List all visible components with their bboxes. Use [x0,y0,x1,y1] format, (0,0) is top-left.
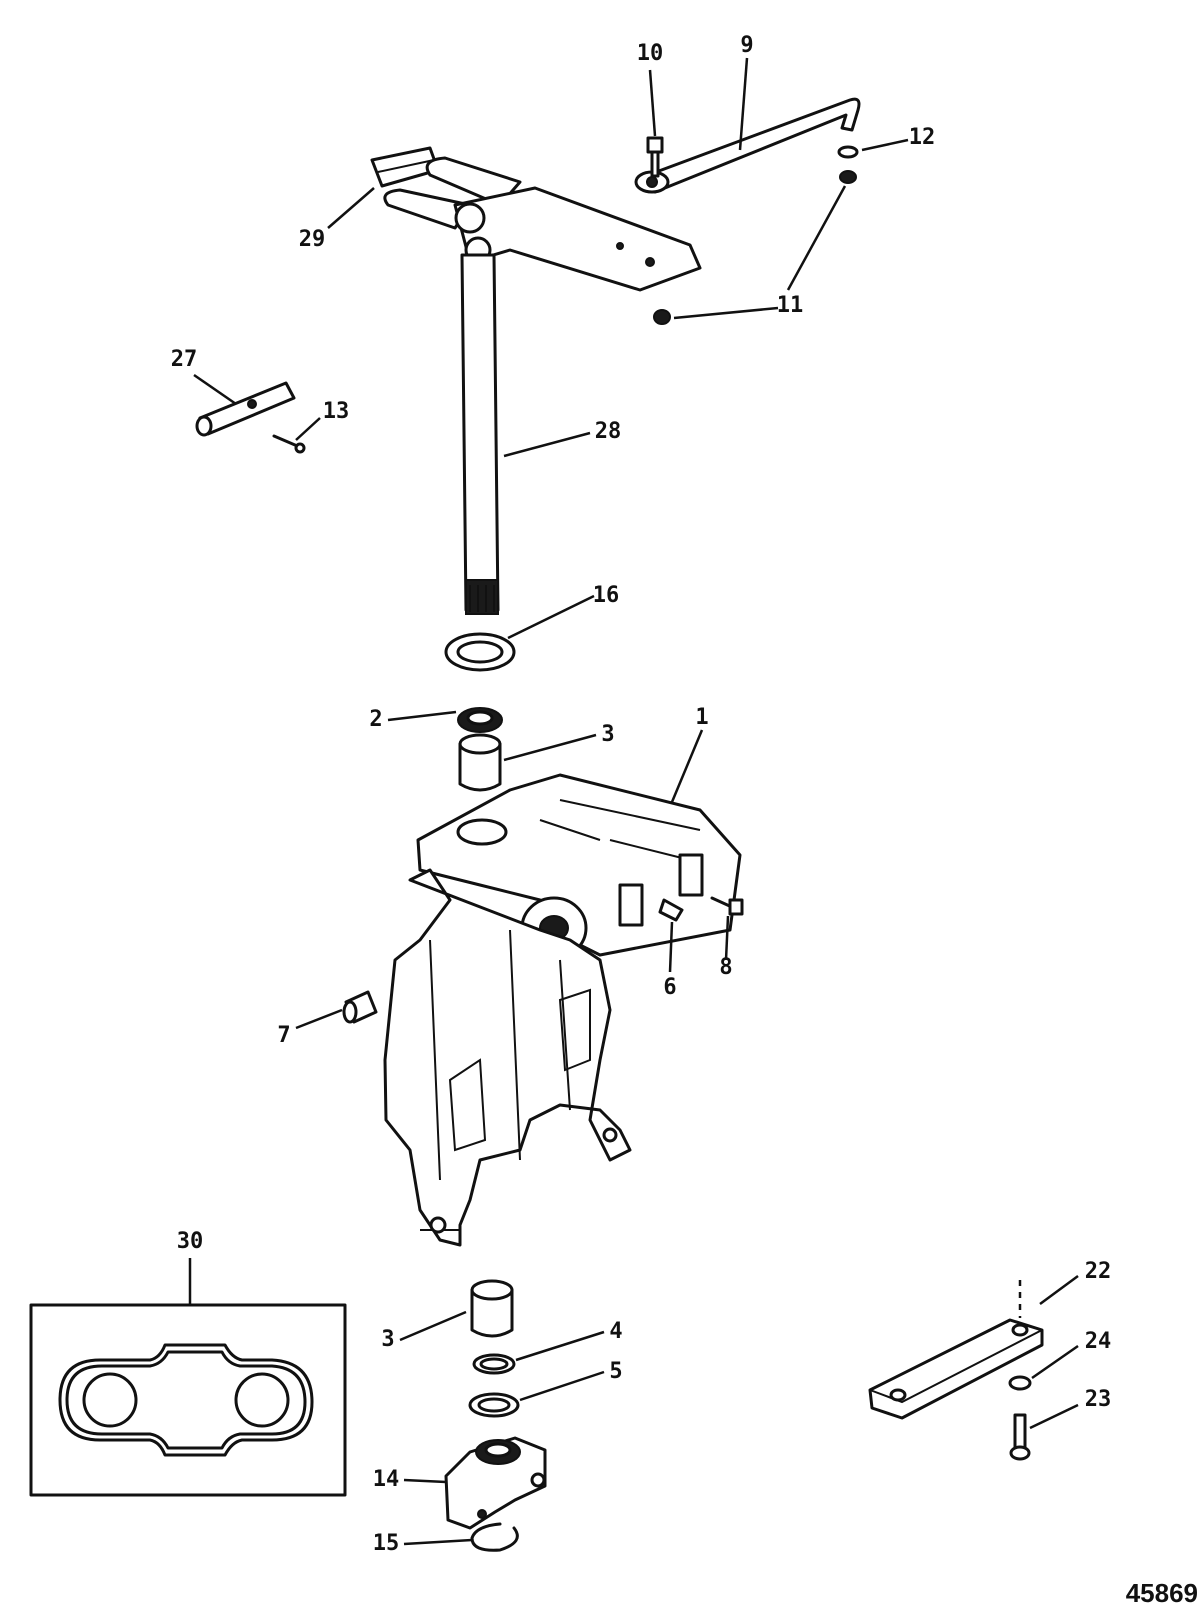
callout-8: 8 [719,955,732,980]
callout-11-upper: 11 [777,293,804,318]
part-9-link-rod [634,97,861,194]
callout-10: 10 [637,41,664,66]
callout-23: 23 [1085,1387,1112,1412]
callout-3-lower: 3 [381,1327,394,1352]
callout-16: 16 [593,583,620,608]
part-12-washer [837,145,859,159]
part-3-bushing-lower [470,1279,514,1338]
part-10-bolt [646,136,664,178]
callout-13: 13 [323,399,350,424]
callout-30: 30 [177,1229,204,1254]
part-13-cotter-pin [272,434,306,454]
part-6-grease-fitting [658,898,684,922]
callout-22: 22 [1085,1259,1112,1284]
callout-9: 9 [740,33,753,58]
part-15-snap-ring [470,1522,519,1552]
part-23-bolt [1009,1413,1031,1461]
part-28-steering-shaft [383,156,702,615]
callout-7: 7 [277,1023,290,1048]
leader-lines [188,57,1079,1546]
callout-3-upper: 3 [601,722,614,747]
part-11-nut-upper [839,170,857,184]
part-2-seal [457,707,503,733]
callout-2: 2 [369,707,382,732]
callout-15: 15 [373,1531,400,1556]
part-1-swivel-bracket [383,773,742,1247]
part-3-bushing-upper [458,733,502,792]
callout-5: 5 [609,1359,622,1384]
part-8-screw [710,896,744,916]
callout-27: 27 [171,347,198,372]
callout-1: 1 [695,705,708,730]
part-30-gasket-inset [29,1303,347,1497]
part-11-nut-lower [653,309,671,325]
part-5-washer [468,1392,520,1418]
callout-28: 28 [595,419,622,444]
callout-29: 29 [299,227,326,252]
part-22-plate [868,1280,1044,1420]
part-7-plug [342,990,378,1024]
part-14-yoke [444,1436,547,1530]
callout-24: 24 [1085,1329,1112,1354]
callout-14: 14 [373,1467,400,1492]
part-4-o-ring [472,1353,516,1375]
callout-labels: 1 2 3 3 4 5 6 7 8 9 10 11 11 12 13 14 15… [171,33,1112,1556]
part-16-thrust-washer [444,632,516,672]
callout-4: 4 [609,1319,622,1344]
part-27-pin [195,381,296,437]
callout-12: 12 [909,125,936,150]
drawing-reference-number: 45869 [1126,1578,1198,1608]
part-24-washer [1008,1375,1032,1391]
callout-6: 6 [663,975,676,1000]
